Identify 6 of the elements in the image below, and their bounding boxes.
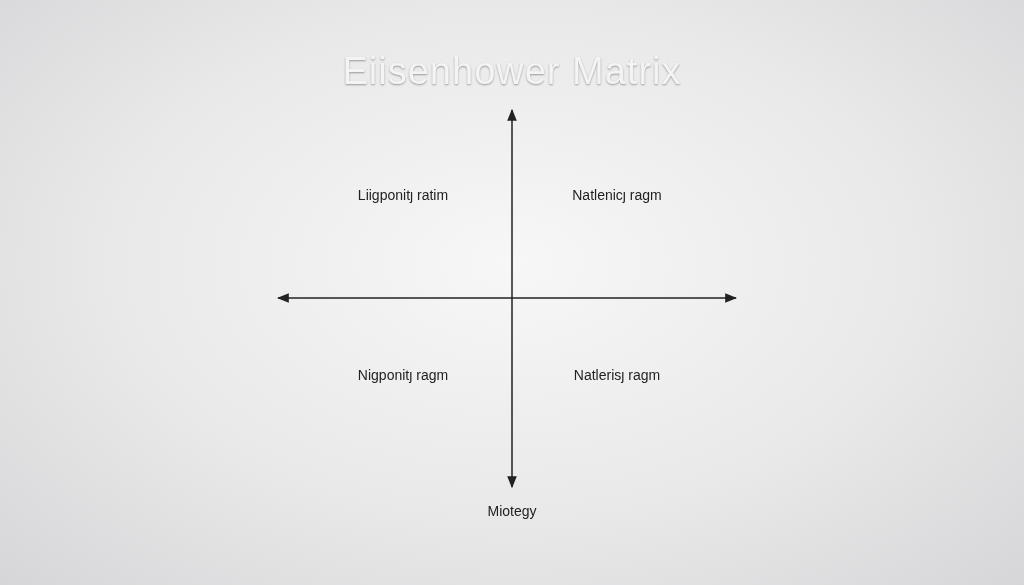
title: Eiisenhower Matrix: [342, 50, 682, 93]
quadrant-label: Nigponitȷ ragm: [357, 367, 449, 383]
quadrant-label: Liigponitȷ ratim: [357, 187, 449, 203]
axis-label: Miotegy: [487, 503, 537, 519]
quadrant-label: Natlenicȷ ragm: [572, 187, 662, 203]
quadrant-label: Natlerisȷ ragm: [573, 367, 661, 383]
